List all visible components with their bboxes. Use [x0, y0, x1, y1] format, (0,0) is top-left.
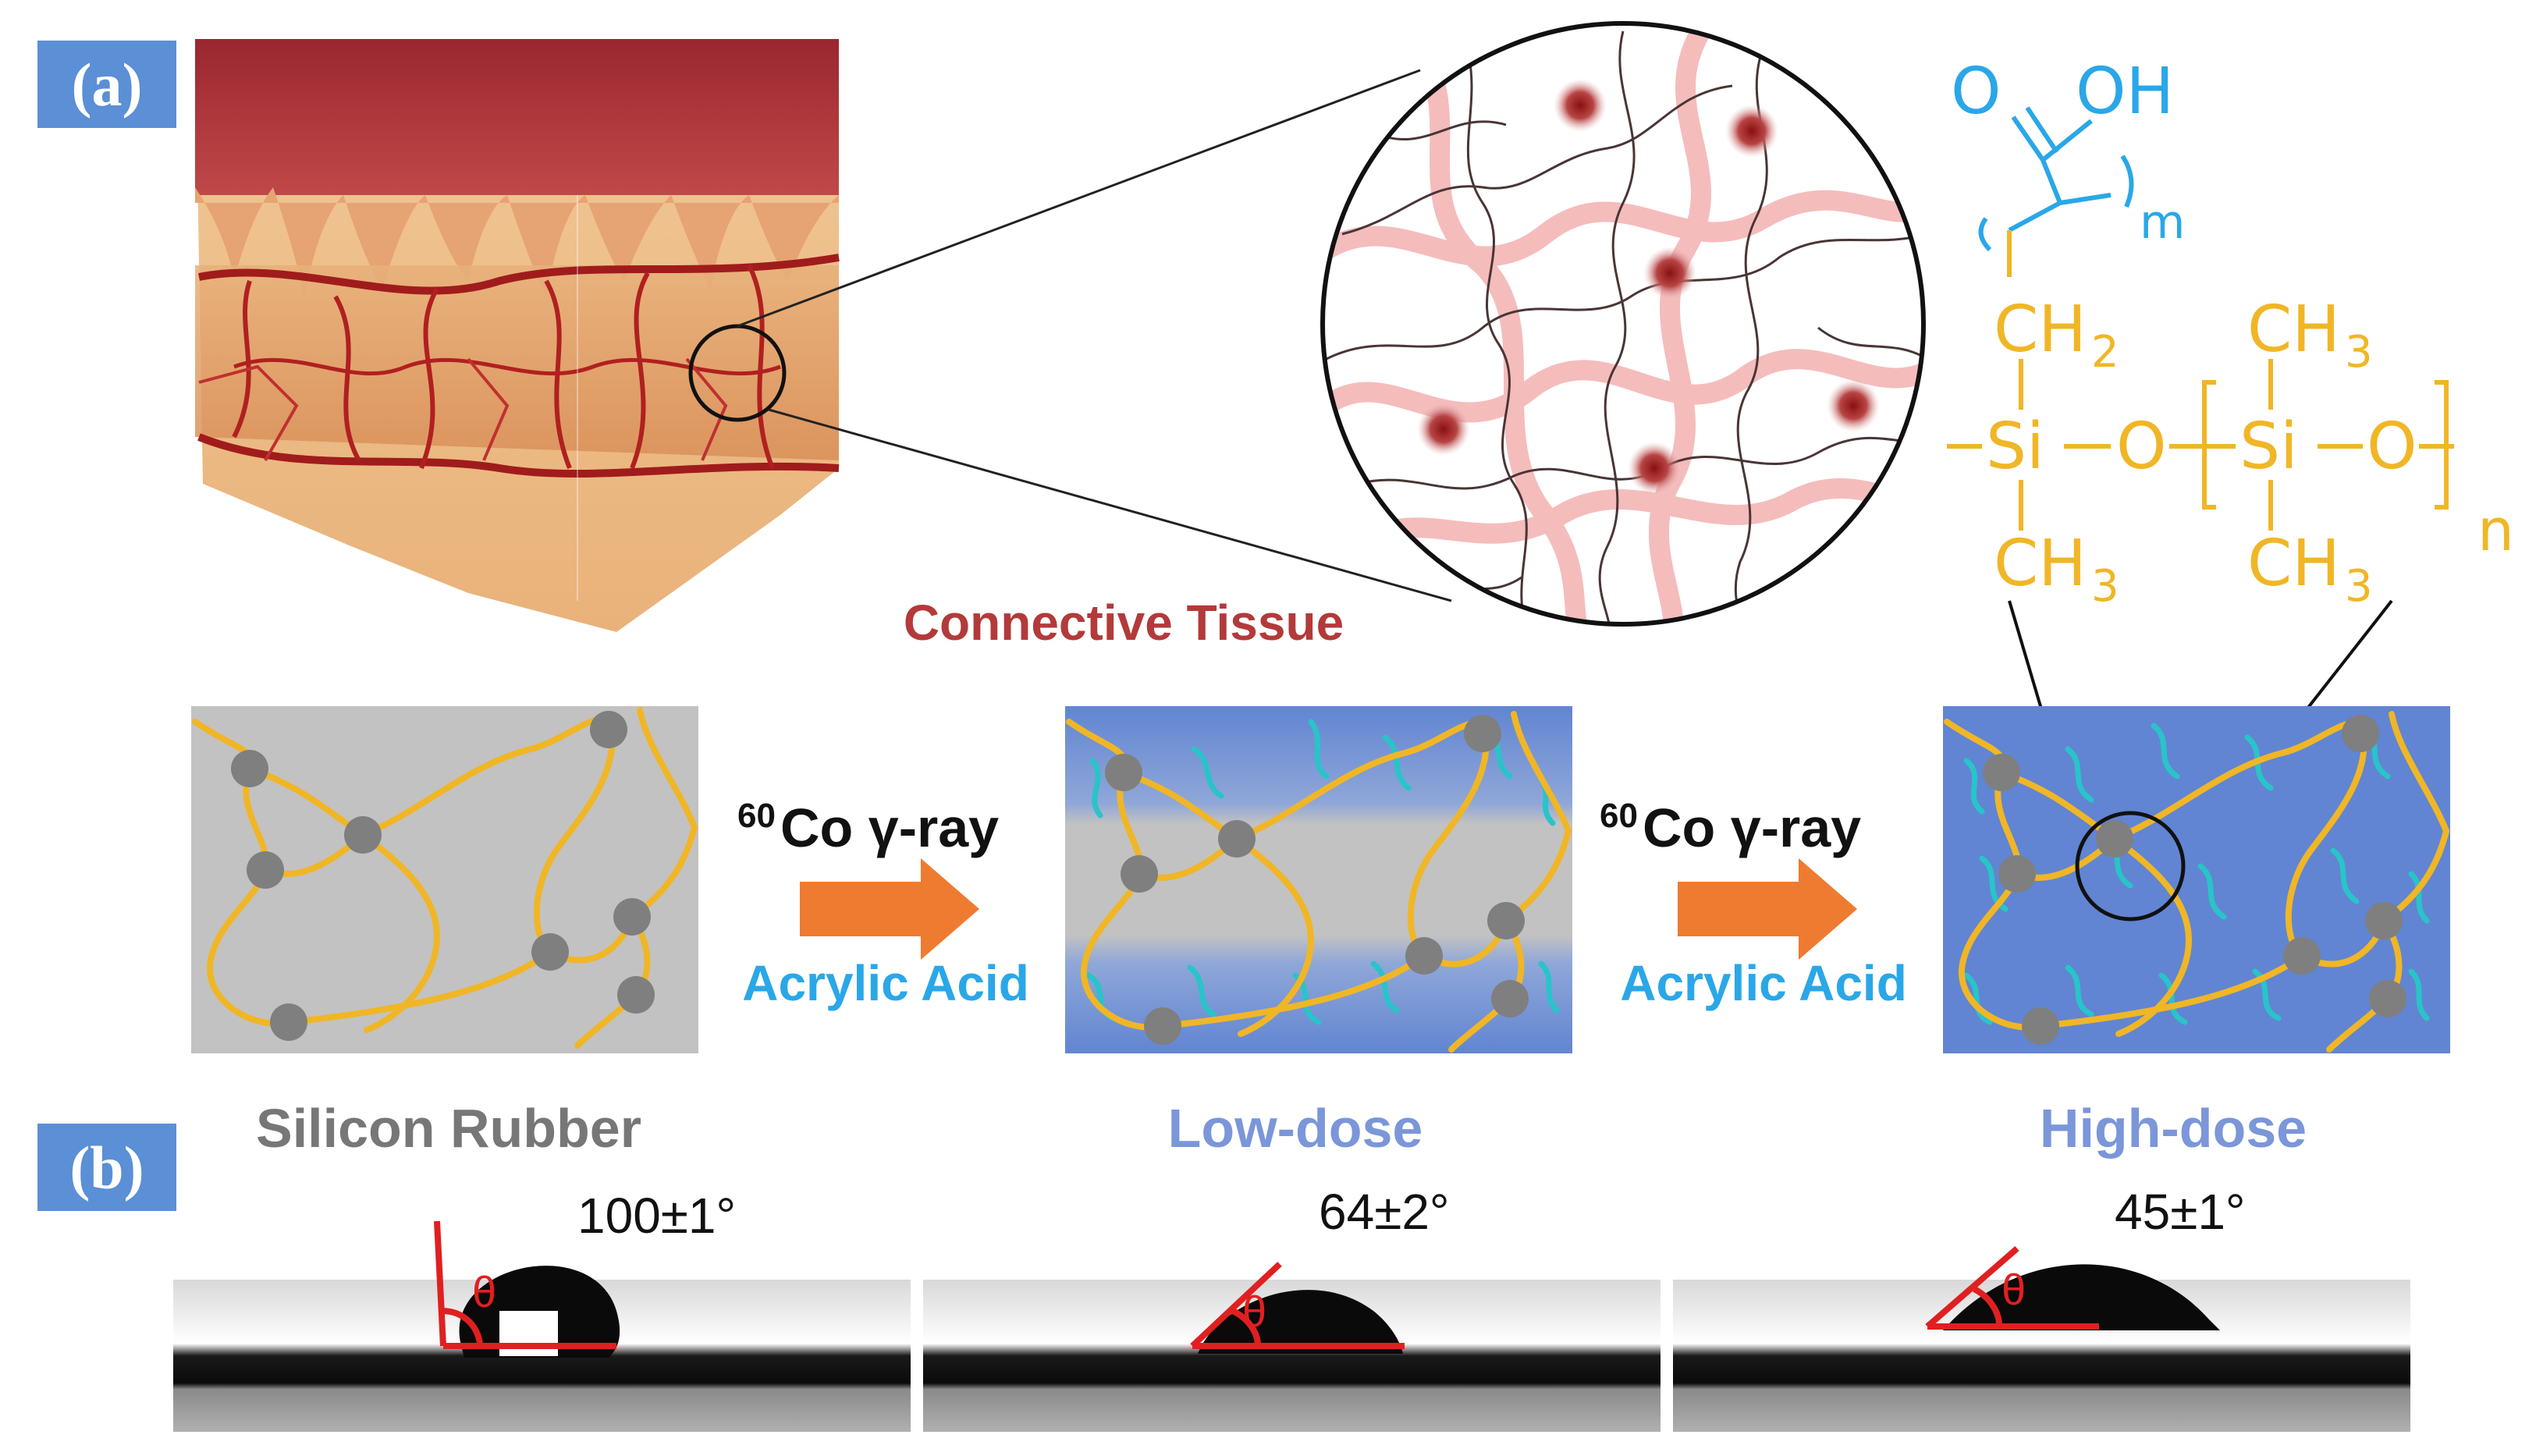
- chem-ch3-top-subscript: 3: [2345, 327, 2373, 378]
- silicon-rubber-label: Silicon Rubber: [256, 1098, 641, 1159]
- silicon-rubber-network: [191, 706, 698, 1053]
- high-dose-network: [1943, 706, 2450, 1053]
- svg-text:(a): (a): [72, 51, 143, 119]
- chem-ch3-bottom-right-label: CH: [2247, 527, 2340, 601]
- chem-o-1: O: [2116, 410, 2167, 484]
- chem-o-2: O: [2367, 410, 2417, 484]
- chem-si-2: Si: [2240, 410, 2298, 484]
- high-dose-zoom-circle: [2075, 811, 2186, 922]
- low-dose-network: [1065, 706, 1572, 1053]
- chem-ch3-bottom-left-label: CH: [1994, 527, 2087, 601]
- chem-si-1: Si: [1986, 410, 2044, 484]
- theta-label-2: θ: [1242, 1287, 1266, 1336]
- magnified-tissue-circle: [1320, 21, 1926, 627]
- low-dose-label: Low-dose: [1168, 1098, 1423, 1159]
- chem-repeat-n: n: [2477, 497, 2514, 564]
- contact-angle-value-2: 64±2°: [1319, 1184, 1450, 1240]
- svg-text:(b): (b): [69, 1134, 144, 1202]
- chem-ch2-label: CH: [1994, 293, 2087, 367]
- skin-tissue-illustration: [195, 39, 840, 632]
- zoom-guide-line-top: [737, 69, 1421, 328]
- panel-a-badge: (a): [37, 41, 176, 128]
- chem-ch3-bottom-right-subscript: 3: [2345, 561, 2373, 612]
- theta-label-3: θ: [2002, 1265, 2026, 1314]
- chem-carbonyl-o: O: [1951, 55, 2002, 129]
- irradiation-arrow-1: 60 Co γ-ray Acrylic Acid: [737, 797, 1029, 1011]
- isotope-superscript-1: 60: [737, 797, 776, 835]
- contact-angle-value-1: 100±1°: [577, 1188, 736, 1244]
- isotope-superscript-2: 60: [1600, 797, 1638, 835]
- acrylic-acid-label-1: Acrylic Acid: [742, 955, 1029, 1011]
- chem-ch3-bottom-left-subscript: 3: [2091, 561, 2119, 612]
- gamma-ray-label-1: Co γ-ray: [780, 797, 999, 858]
- gamma-ray-label-2: Co γ-ray: [1643, 797, 1861, 858]
- chem-ch2-subscript: 2: [2091, 327, 2119, 378]
- chem-ch3-top-label: CH: [2247, 293, 2340, 367]
- panel-b-badge: (b): [37, 1124, 176, 1211]
- chemical-structure: O OH m CH 2 Si O Si O CH 3 CH 3 CH 3: [1947, 55, 2514, 879]
- acrylic-acid-label-2: Acrylic Acid: [1620, 955, 1907, 1011]
- irradiation-arrow-2: 60 Co γ-ray Acrylic Acid: [1600, 797, 1907, 1011]
- chem-hydroxyl: OH: [2076, 55, 2174, 129]
- theta-label-1: θ: [472, 1267, 496, 1316]
- process-arrow-2: [1678, 858, 1857, 960]
- process-arrow-1: [800, 858, 979, 960]
- high-dose-label: High-dose: [2040, 1098, 2307, 1159]
- contact-angle-value-3: 45±1°: [2115, 1184, 2246, 1240]
- chem-repeat-m: m: [2140, 195, 2185, 250]
- contact-angle-image-2: θ 64±2°: [923, 1184, 1661, 1432]
- contact-angle-image-3: θ 45±1°: [1673, 1184, 2410, 1432]
- contact-angle-image-1: θ 100±1°: [173, 1188, 911, 1432]
- zoom-guide-line-bottom: [768, 408, 1452, 602]
- connective-tissue-label: Connective Tissue: [904, 595, 1344, 651]
